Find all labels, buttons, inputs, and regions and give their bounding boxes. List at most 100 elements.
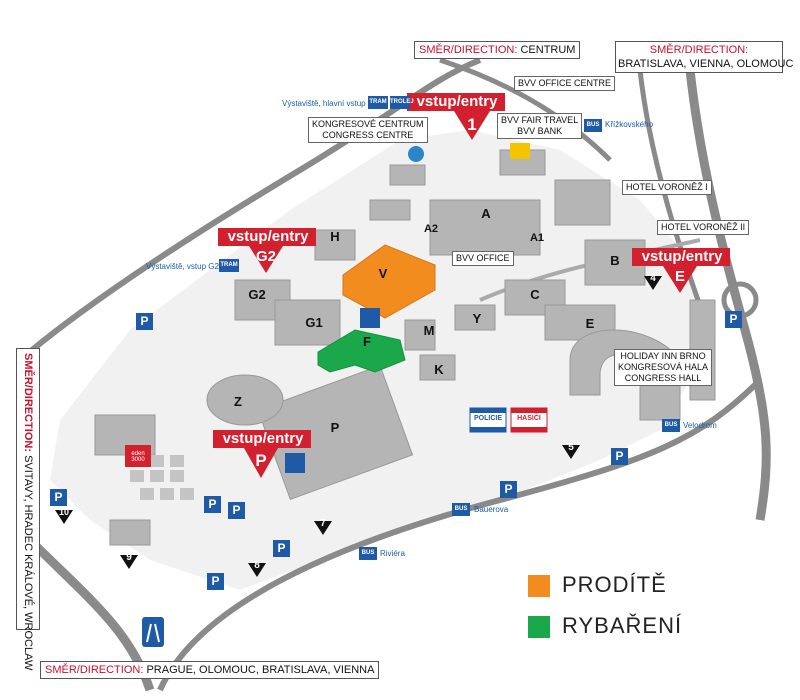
direction-centrum: SMĚR/DIRECTION: CENTRUM bbox=[414, 41, 581, 59]
tram-icon: TRAM bbox=[219, 259, 239, 272]
entry-g2-id: G2 bbox=[255, 248, 276, 265]
tag-holiday-line1: HOLIDAY INN BRNO bbox=[620, 351, 706, 361]
building-gate9 bbox=[109, 519, 151, 546]
gate-10-label: 10 bbox=[58, 507, 69, 517]
building-k bbox=[419, 354, 456, 381]
bus-icon: BUS bbox=[584, 119, 602, 132]
legend-label-orange: PRODÍTĚ bbox=[562, 572, 667, 597]
entry-1-marker bbox=[407, 93, 505, 140]
building-label-y: Y bbox=[472, 311, 482, 326]
exhibition-halls bbox=[94, 149, 716, 546]
building-label-a1: A1 bbox=[529, 232, 545, 244]
entry-e-label: vstup/entry bbox=[641, 248, 723, 265]
direction-prefix: SMĚR/DIRECTION: bbox=[45, 664, 144, 676]
parking-icon: P bbox=[204, 496, 221, 513]
parking-icon: P bbox=[725, 311, 742, 328]
gate-8-marker bbox=[248, 563, 266, 577]
entry-g2-marker bbox=[218, 228, 316, 273]
eden-logo bbox=[125, 445, 151, 467]
pavilion-grid bbox=[130, 455, 194, 500]
bus-icon: BUS bbox=[662, 419, 680, 432]
building-m bbox=[404, 319, 436, 351]
entry-1-label: vstup/entry bbox=[416, 93, 498, 110]
building-g1 bbox=[274, 299, 341, 346]
stop-velodrom: Velodrom bbox=[683, 421, 717, 430]
gate-7-marker bbox=[314, 521, 332, 535]
building-y bbox=[454, 304, 496, 331]
road-east-inner bbox=[637, 69, 708, 321]
trolley-icon: TROLEJ bbox=[390, 96, 414, 109]
direction-bratislava: SMĚR/DIRECTION: BRATISLAVA, VIENNA, OLOMO… bbox=[615, 41, 794, 73]
building-label-a2: A2 bbox=[423, 223, 439, 235]
building-label-b: B bbox=[610, 253, 620, 268]
hall-v bbox=[342, 244, 436, 319]
bus-icon: BUS bbox=[452, 503, 470, 516]
tag-fair-travel-line1: BVV FAIR TRAVEL bbox=[501, 115, 579, 125]
building-voronez bbox=[554, 179, 611, 226]
tag-hotel-voronez-1: HOTEL VORONĚŽ I bbox=[622, 180, 712, 195]
road-north-west bbox=[18, 57, 482, 363]
direction-left-text: SVITAVY, HRADEC KRÁLOVÉ, WROCLAW bbox=[22, 455, 34, 671]
gate-5-marker bbox=[562, 445, 580, 459]
direction-prague: SMĚR/DIRECTION: PRAGUE, OLOMOUC, BRATISL… bbox=[40, 661, 380, 679]
gate-4-marker bbox=[644, 276, 662, 290]
gate-10-marker bbox=[55, 510, 73, 524]
hall-f bbox=[317, 329, 406, 373]
legend-label-green: RYBAŘENÍ bbox=[562, 613, 683, 638]
building-small bbox=[389, 164, 426, 186]
stop-bauerova: Bauerova bbox=[474, 505, 509, 514]
parking-icon: P bbox=[273, 540, 290, 557]
building-label-p: P bbox=[330, 420, 340, 435]
gate-7-label: 7 bbox=[320, 518, 326, 529]
direction-top-text: CENTRUM bbox=[520, 44, 576, 56]
gate-9-label: 9 bbox=[126, 552, 132, 563]
entry-e-id: E bbox=[674, 268, 685, 285]
direction-prefix: SMĚR/DIRECTION: bbox=[649, 44, 749, 56]
building-z bbox=[206, 374, 284, 426]
eden-label: eden 3000 bbox=[131, 451, 145, 463]
tag-hotel-voronez-2: HOTEL VORONĚŽ II bbox=[657, 220, 750, 235]
stop-g2: Výstaviště, vstup G2 bbox=[146, 262, 219, 271]
gate-4-label: 4 bbox=[650, 273, 656, 284]
entry-markers bbox=[213, 93, 730, 478]
entry-p-marker bbox=[213, 430, 311, 478]
restaurant-icon bbox=[360, 308, 380, 328]
legend-swatch-green bbox=[528, 616, 550, 638]
parking-icon: P bbox=[207, 573, 224, 590]
tag-bvv-office: BVV OFFICE bbox=[452, 251, 514, 266]
building-a bbox=[429, 199, 541, 256]
stop-riviera: Riviéra bbox=[380, 549, 405, 558]
road-east bbox=[685, 69, 771, 521]
direction-svitavy: SMĚR/DIRECTION: SVITAVY, HRADEC KRÁLOVÉ,… bbox=[16, 348, 40, 670]
building-label-h: H bbox=[330, 229, 340, 244]
entry-p-id: P bbox=[255, 451, 267, 470]
tag-bvv-office-centre: BVV OFFICE CENTRE bbox=[514, 76, 616, 91]
tag-holiday-line3: CONGRESS HALL bbox=[624, 373, 702, 383]
direction-top-right-text: BRATISLAVA, VIENNA, OLOMOUC bbox=[618, 58, 794, 70]
restaurant-icon bbox=[285, 453, 305, 473]
bus-icon: BUS bbox=[359, 547, 377, 560]
medical-icon bbox=[408, 146, 424, 162]
parking-icon: P bbox=[136, 313, 153, 330]
road-north bbox=[439, 57, 612, 162]
tag-congress-line1: KONGRESOVÉ CENTRUM bbox=[312, 119, 424, 129]
building-small bbox=[369, 199, 411, 221]
road-south bbox=[157, 377, 763, 692]
parking-icon: P bbox=[500, 481, 517, 498]
building-label-m: M bbox=[423, 323, 435, 338]
gate-9-marker bbox=[120, 555, 138, 569]
direction-prefix: SMĚR/DIRECTION: bbox=[22, 353, 34, 452]
motorway-icon-lines bbox=[146, 623, 160, 643]
building-label-e: E bbox=[585, 316, 595, 331]
gate-5-label: 5 bbox=[568, 442, 574, 453]
entry-1-id: 1 bbox=[467, 115, 477, 134]
tag-fair-travel-line2: BVV BANK bbox=[517, 126, 563, 136]
parking-icon: P bbox=[228, 502, 245, 519]
entry-e-marker bbox=[632, 248, 730, 293]
building-label-g2: G2 bbox=[248, 287, 266, 302]
gate-8-label: 8 bbox=[254, 560, 260, 571]
